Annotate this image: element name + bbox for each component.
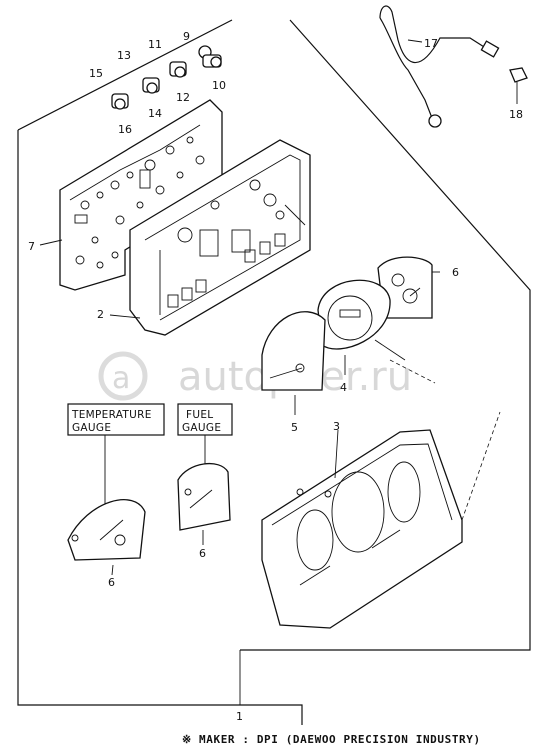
part-tachometer (261, 311, 326, 391)
bulb-13-14 (142, 77, 160, 94)
watermark-logo-icon (98, 351, 148, 401)
part-speedometer (317, 279, 406, 361)
part-printed-circuit-plate (59, 99, 223, 291)
temperature-gauge-needle (99, 519, 124, 541)
fuel-label-line1: FUEL (186, 409, 213, 421)
callout-14: 14 (148, 107, 162, 120)
speedometer-dial (327, 295, 373, 341)
callout-18: 18 (509, 108, 523, 121)
part-speedometer-cable (379, 5, 500, 128)
leader-3 (334, 429, 339, 479)
callout-16: 16 (118, 123, 132, 136)
temperature-gauge-face (67, 499, 146, 561)
cable-end-fitting (428, 114, 442, 128)
cable-upper (379, 5, 493, 63)
meter-hood-inner-edge (271, 443, 453, 526)
callout-13: 13 (117, 49, 131, 62)
bulb-11-12 (169, 61, 187, 78)
callout-15: 15 (89, 67, 103, 80)
reset-knob-alignment-line (389, 359, 436, 384)
tachometer-face (261, 311, 326, 391)
bulb-15-16 (111, 93, 129, 110)
callout-3: 3 (333, 420, 340, 433)
watermark: a autopiter.ru (98, 351, 412, 401)
maker-note: ※ MAKER : DPI (DAEWOO PRECISION INDUSTRY… (182, 733, 481, 746)
callout-7: 7 (28, 240, 35, 253)
callout-6-temperature: 6 (108, 576, 115, 589)
trip-reset-knob (374, 339, 406, 361)
odometer-window (339, 309, 361, 318)
circuit-plate-outline (59, 99, 223, 291)
bulb-group (111, 45, 222, 110)
speedometer-face (317, 279, 391, 350)
temperature-gauge-detail: TEMPERATURE GAUGE (67, 403, 165, 561)
fuel-gauge-needle (189, 489, 213, 509)
fuel-label-line2: GAUGE (182, 422, 221, 434)
hood-opening-right (387, 461, 421, 523)
leader-lines (39, 39, 518, 576)
cable-lower (379, 17, 433, 119)
circuit-plate-trace (69, 124, 201, 201)
meter-case-bulb-sockets (167, 179, 286, 308)
callout-numbers: 1 2 3 4 5 6 6 6 7 9 10 11 12 13 14 15 16… (28, 30, 523, 723)
hood-alignment-line (461, 411, 501, 521)
part-clip (509, 67, 528, 83)
callout-12: 12 (176, 91, 190, 104)
assembly-border-left (17, 130, 303, 725)
part-meter-case (129, 139, 311, 336)
circuit-plate-holes (74, 136, 205, 269)
callout-6-fuel: 6 (199, 547, 206, 560)
callout-10: 10 (212, 79, 226, 92)
callout-11: 11 (148, 38, 162, 51)
callout-4: 4 (340, 381, 347, 394)
fuel-gauge-detail: FUEL GAUGE (177, 403, 233, 531)
meter-case-inner-edge (144, 154, 301, 321)
meter-case-outline (129, 139, 311, 336)
callout-5: 5 (291, 421, 298, 434)
assembly-border-right (240, 19, 531, 651)
bulb-9-10 (198, 45, 222, 68)
clip-shape (509, 67, 528, 83)
leader-17 (407, 39, 423, 43)
temperature-label-box (67, 403, 165, 436)
callout-17: 17 (424, 37, 438, 50)
callout-9: 9 (183, 30, 190, 43)
watermark-logo-glyph: a (112, 361, 130, 396)
temperature-label-line1: TEMPERATURE (71, 409, 152, 421)
part-meter-hood (261, 429, 463, 629)
gauge-upper-face (377, 256, 433, 319)
assembly-border-top-left (17, 19, 233, 131)
callout-2: 2 (97, 308, 104, 321)
callout-1: 1 (236, 710, 243, 723)
hood-opening-left (296, 509, 334, 571)
leader-2 (109, 314, 141, 319)
leader-7 (39, 239, 63, 246)
meter-hood-outline (261, 429, 463, 629)
temperature-label-line2: GAUGE (72, 422, 111, 434)
callout-6-upper: 6 (452, 266, 459, 279)
leader-6-temperature (111, 564, 114, 576)
cable-connector (480, 40, 500, 58)
hood-opening-center (331, 471, 385, 553)
part-gauge-upper (377, 256, 433, 319)
